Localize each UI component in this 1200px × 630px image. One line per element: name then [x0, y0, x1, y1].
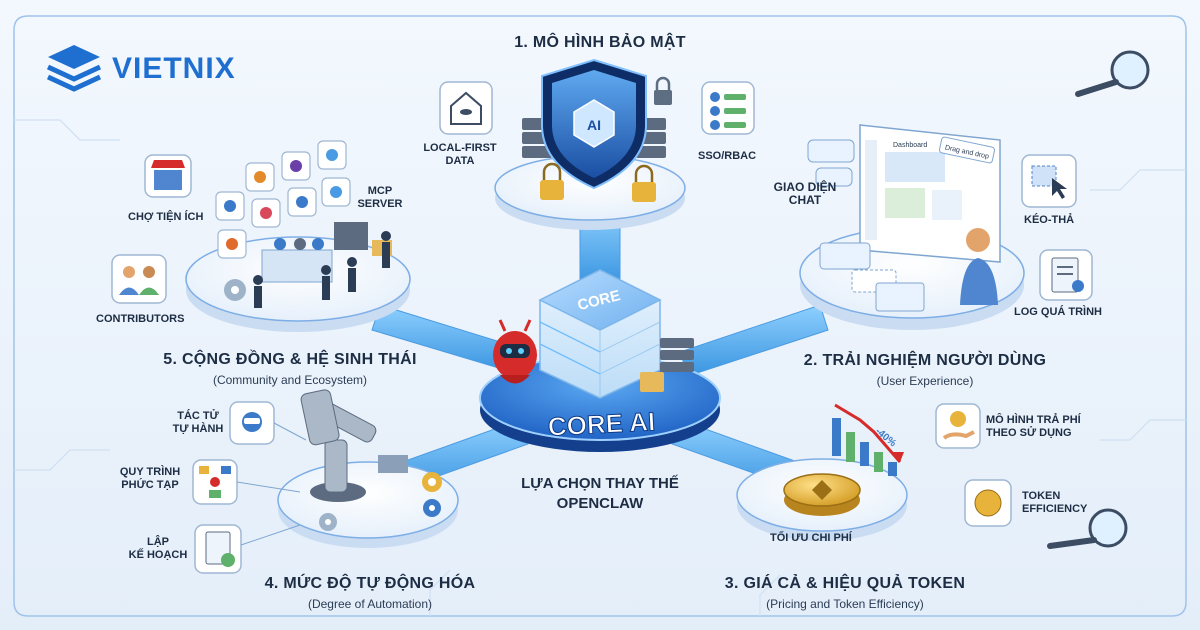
token-efficiency-label: TOKEN EFFICIENCY — [1022, 490, 1087, 516]
complex-process-label: QUY TRÌNH PHỨC TẠP — [112, 466, 188, 492]
mcp-server-scene — [261, 222, 392, 283]
complex-line2: PHỨC TẠP — [121, 479, 179, 491]
magnifier-icon — [1047, 508, 1128, 549]
person-icon — [253, 231, 391, 308]
mcp-line1: MCP — [367, 185, 393, 197]
robot-arm-icon — [300, 389, 408, 502]
token-icon — [964, 479, 1012, 527]
chat-line2: CHAT — [788, 193, 822, 207]
log-icon — [1039, 249, 1093, 301]
shield-icon: AI — [541, 58, 647, 190]
local-first-line1: LOCAL-FIRST — [423, 142, 497, 154]
mcp-line2: SERVER — [357, 198, 403, 210]
cursor-icon — [1021, 154, 1077, 208]
vietnix-logo-icon — [46, 45, 102, 92]
lock-icon — [654, 76, 672, 105]
gear-icon — [224, 279, 246, 301]
complex-line1: QUY TRÌNH — [119, 466, 181, 478]
agent-line1: TÁC TỬ — [177, 410, 219, 422]
coin-icon — [783, 473, 861, 516]
process-log-label: LOG QUÁ TRÌNH — [1014, 306, 1102, 318]
chat-bubble-icon — [807, 139, 855, 187]
planning-label: LẬP KẾ HOẠCH — [125, 536, 191, 562]
token-line1: TOKEN — [1022, 490, 1061, 502]
hub-caption-line2: OPENCLAW — [556, 495, 644, 512]
core-ai-label: CORE AI — [547, 406, 656, 442]
robot-icon — [229, 401, 275, 445]
gear-icon — [319, 472, 442, 531]
connector-lines — [236, 422, 307, 546]
usage-line2: THEO SỬ DỤNG — [986, 427, 1072, 439]
frame-border — [13, 15, 1187, 617]
monitor-icon: Dashboard — [859, 124, 1001, 263]
agent-label: TÁC TỬ TỰ HÀNH — [168, 410, 228, 436]
pricing-title: 3. GIÁ CẢ & HIỆU QUẢ TOKEN — [724, 575, 966, 592]
circuit-traces — [14, 119, 1186, 616]
chat-ui-label: GIAO DIỆN CHAT — [770, 181, 840, 207]
server-icon — [640, 338, 694, 392]
cost-optimization-label: TỐI ƯU CHI PHÍ — [770, 532, 852, 544]
token-line2: EFFICIENCY — [1022, 503, 1088, 515]
hub-caption-line1: LỰA CHỌN THAY THẾ — [521, 475, 679, 492]
people-icon — [111, 254, 167, 304]
flowchart-icon — [192, 459, 238, 505]
ux-subtitle: (User Experience) — [876, 374, 974, 388]
marketplace-label: CHỢ TIỆN ÍCH — [128, 211, 204, 223]
local-first-line2: DATA — [445, 155, 475, 167]
dashboard-label: Dashboard — [893, 142, 927, 149]
ux-widgets — [819, 242, 925, 312]
robot-icon — [493, 319, 537, 384]
clipboard-icon — [194, 524, 242, 574]
person-icon — [960, 228, 998, 305]
ux-title: 2. TRẢI NGHIỆM NGƯỜI DÙNG — [803, 352, 1047, 369]
contributors-label: CONTRIBUTORS — [96, 313, 185, 325]
agent-line2: TỰ HÀNH — [172, 423, 224, 435]
automation-title: 4. MỨC ĐỘ TỰ ĐỘNG HÓA — [264, 575, 476, 592]
plan-line1: LẬP — [147, 536, 169, 548]
drag-drop-label: KÉO-THẢ — [1024, 214, 1075, 226]
store-icon — [144, 154, 192, 198]
automation-subtitle: (Degree of Automation) — [307, 597, 433, 611]
pricing-subtitle: (Pricing and Token Efficiency) — [766, 597, 924, 611]
house-database-icon — [439, 81, 493, 135]
app-tile-glyphs — [224, 149, 342, 250]
hub-caption: LỰA CHỌN THAY THẾ OPENCLAW — [500, 474, 700, 514]
security-title: 1. MÔ HÌNH BẢO MẬT — [514, 34, 686, 51]
usage-pricing-label: MÔ HÌNH TRẢ PHÍ THEO SỬ DỤNG — [986, 414, 1081, 440]
sso-rbac-label: SSO/RBAC — [698, 150, 757, 162]
community-subtitle: (Community and Ecosystem) — [212, 373, 368, 387]
chat-line1: GIAO DIỆN — [773, 180, 837, 194]
hand-coin-icon — [935, 403, 981, 449]
plan-line2: KẾ HOẠCH — [128, 549, 188, 561]
mcp-server-label: MCP SERVER — [355, 185, 405, 211]
local-first-label: LOCAL-FIRST DATA — [420, 142, 500, 168]
shield-ai-label: AI — [587, 117, 601, 133]
community-title: 5. CỘNG ĐỒNG & HỆ SINH THÁI — [163, 351, 417, 368]
lock-icon — [540, 162, 656, 202]
usage-line1: MÔ HÌNH TRẢ PHÍ — [986, 414, 1081, 426]
brand-name: VIETNIX — [112, 52, 236, 85]
id-card-icon — [701, 81, 755, 135]
magnifier-icon — [1075, 50, 1150, 97]
